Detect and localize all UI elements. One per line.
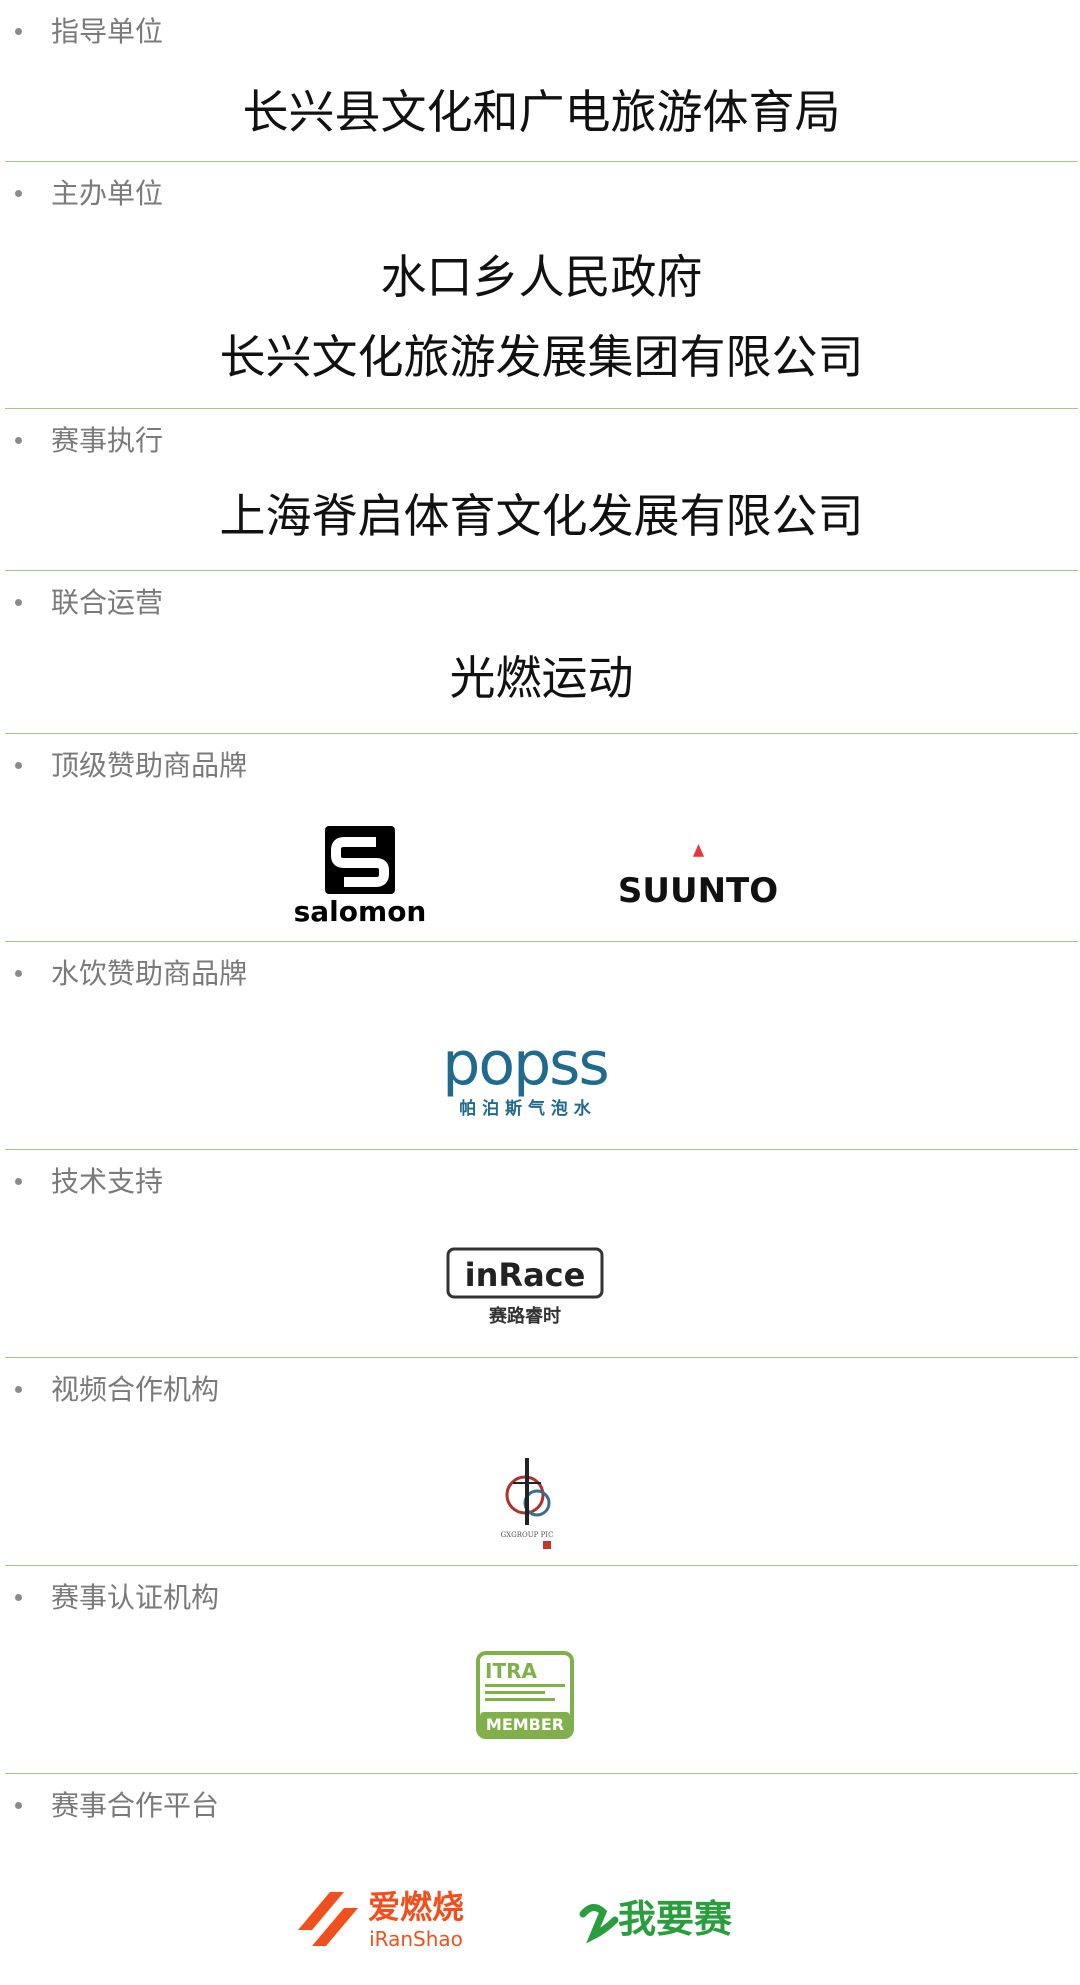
popss-logo: popss 帕 泊 斯 气 泡 水 bbox=[435, 1032, 615, 1122]
svg-text:iRanShao: iRanShao bbox=[369, 1927, 463, 1951]
suunto-logo: SUUNTO bbox=[615, 842, 785, 912]
section-platform-partner: 赛事合作平台 爱燃烧 iRanShao 我要赛 bbox=[5, 1774, 1078, 1985]
section-guidance: 指导单位 长兴县文化和广电旅游体育局 bbox=[5, 0, 1078, 162]
salomon-logo: salomon bbox=[280, 826, 440, 926]
svg-text:我要赛: 我要赛 bbox=[618, 1897, 733, 1941]
section-label: 指导单位 bbox=[51, 15, 164, 48]
svg-text:MEMBER: MEMBER bbox=[486, 1715, 564, 1734]
section-label: 顶级赞助商品牌 bbox=[51, 749, 248, 782]
org-name: 上海脊启体育文化发展有限公司 bbox=[219, 489, 864, 543]
org-name: 水口乡人民政府 bbox=[380, 250, 703, 304]
bullet-icon bbox=[15, 437, 22, 444]
bullet-icon bbox=[15, 1594, 22, 1601]
section-label: 联合运营 bbox=[51, 586, 164, 619]
bullet-icon bbox=[15, 970, 22, 977]
section-tech-support: 技术支持 inRace 赛路睿时 bbox=[5, 1150, 1078, 1358]
svg-text:帕 泊 斯 气 泡 水: 帕 泊 斯 气 泡 水 bbox=[459, 1098, 592, 1119]
org-name: 长兴文化旅游发展集团有限公司 bbox=[219, 330, 864, 384]
org-name: 光燃运动 bbox=[449, 651, 634, 705]
bullet-icon bbox=[15, 1802, 22, 1809]
section-executor: 赛事执行 上海脊启体育文化发展有限公司 bbox=[5, 409, 1078, 571]
svg-text:爱燃烧: 爱燃烧 bbox=[368, 1888, 464, 1926]
section-host: 主办单位 水口乡人民政府 长兴文化旅游发展集团有限公司 bbox=[5, 162, 1078, 409]
wyaosai-logo: 我要赛 bbox=[575, 1884, 745, 1954]
section-label: 赛事合作平台 bbox=[51, 1789, 220, 1822]
bullet-icon bbox=[15, 1178, 22, 1185]
section-label: 技术支持 bbox=[51, 1165, 164, 1198]
svg-text:salomon: salomon bbox=[294, 895, 427, 926]
svg-text:ITRA: ITRA bbox=[485, 1659, 537, 1683]
svg-text:SUUNTO: SUUNTO bbox=[618, 871, 778, 911]
section-label: 视频合作机构 bbox=[51, 1373, 220, 1406]
section-water-sponsor: 水饮赞助商品牌 popss 帕 泊 斯 气 泡 水 bbox=[5, 942, 1078, 1150]
section-certification: 赛事认证机构 ITRA MEMBER bbox=[5, 1566, 1078, 1774]
section-top-sponsor: 顶级赞助商品牌 salomon SUUNTO bbox=[5, 734, 1078, 942]
section-video-partner: 视频合作机构 GXGROUP PIC bbox=[5, 1358, 1078, 1566]
itra-member-logo: ITRA MEMBER bbox=[475, 1650, 579, 1742]
svg-text:GXGROUP PIC: GXGROUP PIC bbox=[501, 1531, 554, 1539]
bullet-icon bbox=[15, 762, 22, 769]
section-label: 水饮赞助商品牌 bbox=[51, 957, 248, 990]
svg-text:赛路睿时: 赛路睿时 bbox=[488, 1305, 561, 1326]
bullet-icon bbox=[15, 190, 22, 197]
bullet-icon bbox=[15, 599, 22, 606]
bullet-icon bbox=[15, 28, 22, 35]
section-label: 赛事执行 bbox=[51, 424, 164, 457]
org-name: 长兴县文化和广电旅游体育局 bbox=[242, 85, 841, 139]
inrace-logo: inRace 赛路睿时 bbox=[445, 1246, 615, 1326]
bullet-icon bbox=[15, 1386, 22, 1393]
gxgroup-pic-logo: GXGROUP PIC bbox=[495, 1453, 565, 1553]
svg-text:popss: popss bbox=[442, 1032, 607, 1099]
section-co-operation: 联合运营 光燃运动 bbox=[5, 571, 1078, 734]
iranshao-logo: 爱燃烧 iRanShao bbox=[290, 1878, 470, 1958]
section-label: 赛事认证机构 bbox=[51, 1581, 220, 1614]
svg-text:inRace: inRace bbox=[465, 1256, 586, 1294]
section-label: 主办单位 bbox=[51, 177, 164, 210]
